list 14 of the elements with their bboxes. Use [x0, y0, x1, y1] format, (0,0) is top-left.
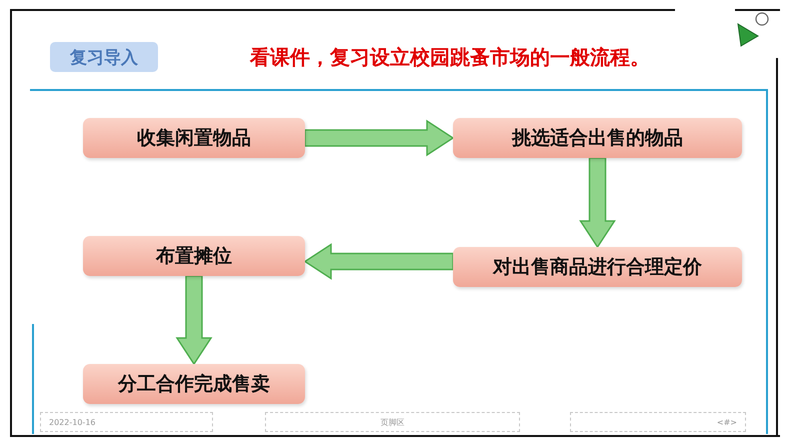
section-tab: 复习导入	[50, 42, 158, 72]
process-box: 分工合作完成售卖	[83, 364, 305, 404]
block-arrow	[176, 275, 212, 366]
footer-text: 2022-10-16	[49, 418, 96, 426]
process-box: 收集闲置物品	[83, 118, 305, 158]
block-arrow	[579, 157, 616, 248]
block-arrow	[304, 243, 454, 280]
process-box: 对出售商品进行合理定价	[453, 247, 742, 287]
footer-text: 页脚区	[380, 416, 404, 428]
title: 看课件，复习设立校园跳蚤市场的一般流程。	[248, 44, 651, 71]
process-box: 挑选适合出售的物品	[453, 118, 742, 158]
footer-text: <#>	[716, 418, 737, 426]
block-arrow	[304, 120, 454, 156]
process-box: 布置摊位	[83, 236, 305, 276]
